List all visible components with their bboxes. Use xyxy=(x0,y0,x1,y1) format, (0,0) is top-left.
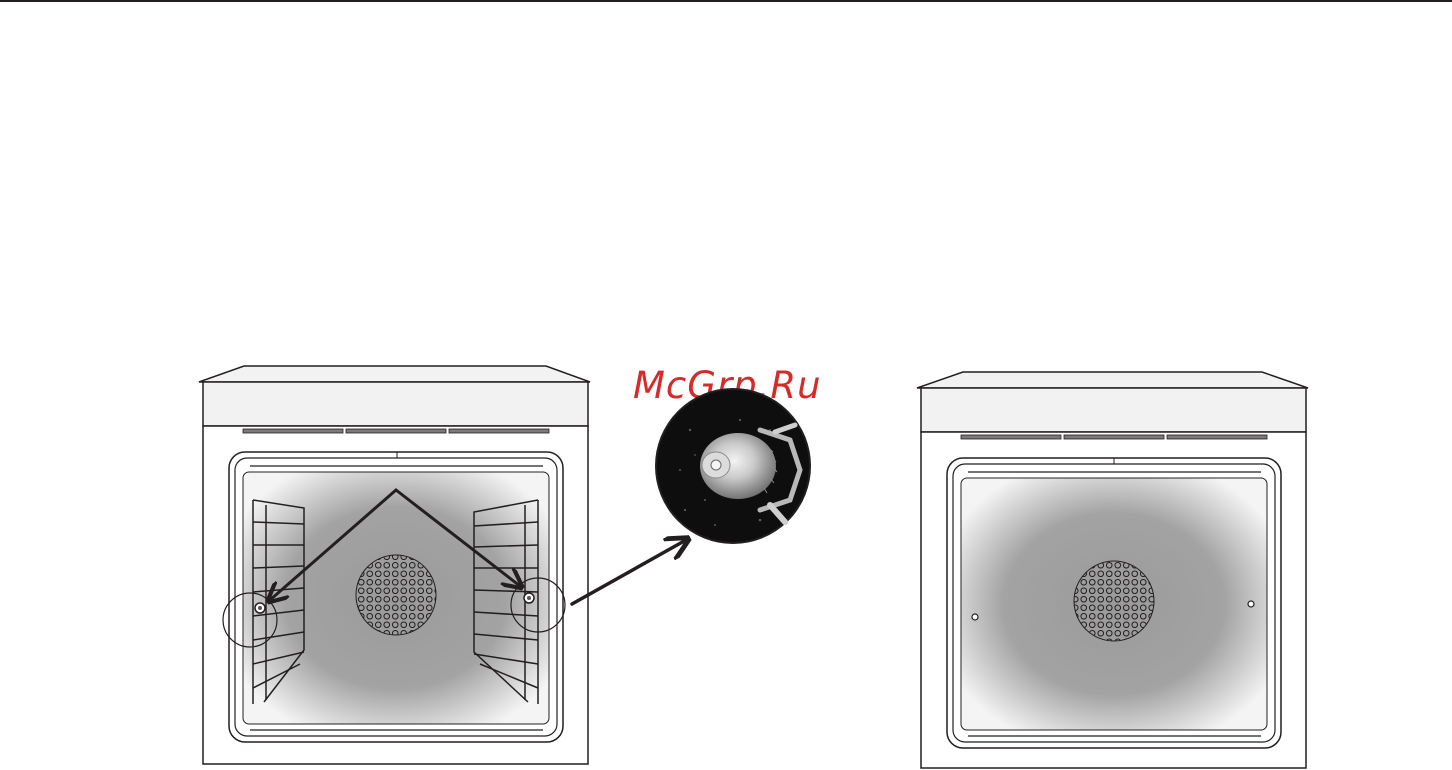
pin-detail-view xyxy=(656,389,810,543)
right-oven-right-pin xyxy=(1248,601,1254,607)
right-oven-roof xyxy=(917,372,1308,388)
left-oven xyxy=(199,366,590,764)
right-oven-fan-cover xyxy=(1074,561,1154,641)
right-oven-top-panel xyxy=(921,388,1306,432)
right-oven-left-pin xyxy=(972,614,978,620)
right-oven-vent-slots xyxy=(961,435,1267,439)
left-oven-fan-cover xyxy=(356,555,436,635)
left-oven-roof xyxy=(199,366,590,382)
detail-arrow xyxy=(572,540,686,604)
right-oven xyxy=(917,372,1308,768)
left-oven-top-panel xyxy=(203,382,588,426)
left-oven-vent-slots xyxy=(243,429,549,433)
